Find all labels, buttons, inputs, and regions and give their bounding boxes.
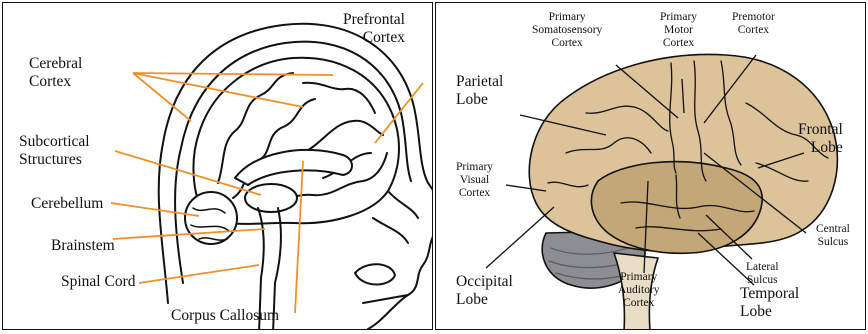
corpus-callosum-leader xyxy=(295,161,303,313)
label-primary-motor-cortex: Primary Motor Cortex xyxy=(660,11,697,51)
cerebellum-shape xyxy=(185,192,237,244)
label-cerebellum: Cerebellum xyxy=(31,195,103,213)
label-premotor-cortex: Premotor Cortex xyxy=(732,11,775,37)
label-spinal-cord: Spinal Cord xyxy=(61,273,136,291)
corpus-callosum-shape xyxy=(235,150,352,185)
label-brainstem: Brainstem xyxy=(51,237,115,255)
spinal-cord-leader xyxy=(139,265,259,283)
label-cerebral-cortex: Cerebral Cortex xyxy=(29,55,82,91)
label-subcortical-structures: Subcortical Structures xyxy=(19,133,90,169)
label-occipital-lobe: Occipital Lobe xyxy=(456,273,513,309)
label-primary-somatosensory-cortex: Primary Somatosensory Cortex xyxy=(532,11,602,51)
label-parietal-lobe: Parietal Lobe xyxy=(456,73,503,109)
label-corpus-callosum: Corpus Callosum xyxy=(171,307,279,325)
sagittal-brain-panel: Prefrontal Cortex Cerebral Cortex Subcor… xyxy=(2,2,433,330)
label-lateral-sulcus: Lateral Sulcus xyxy=(746,261,779,287)
label-primary-auditory-cortex: Primary Auditory Cortex xyxy=(618,271,660,311)
label-primary-visual-cortex: Primary Visual Cortex xyxy=(456,161,493,201)
label-central-sulcus: Central Sulcus xyxy=(816,223,850,249)
label-temporal-lobe: Temporal Lobe xyxy=(740,285,799,321)
label-prefrontal-cortex: Prefrontal Cortex xyxy=(343,11,405,47)
lateral-brain-panel: Primary Somatosensory Cortex Primary Mot… xyxy=(435,2,866,330)
cerebral-cortex-leader xyxy=(133,73,333,121)
label-frontal-lobe: Frontal Lobe xyxy=(798,121,843,157)
